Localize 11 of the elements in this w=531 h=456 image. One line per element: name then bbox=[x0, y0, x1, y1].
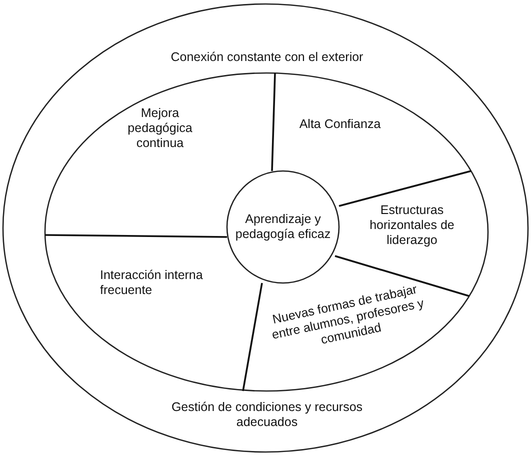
outer-ellipse bbox=[2, 3, 529, 453]
segment-label: Estructuras horizontales de liderazgo bbox=[368, 203, 456, 248]
segment-label: Interacción interna frecuente bbox=[100, 268, 204, 298]
segment-label: Mejora pedagógica continua bbox=[126, 106, 194, 151]
segment-label: Aprendizaje y pedagogía eficaz bbox=[234, 212, 332, 242]
center-circle bbox=[226, 170, 340, 284]
middle-ellipse bbox=[44, 72, 489, 392]
segment-label: Nuevas formas de trabajar entre alumnos, profesores y comunidad bbox=[270, 281, 426, 349]
segment-label: Alta Confianza bbox=[298, 117, 382, 132]
segment-label: Conexión constante con el exterior bbox=[170, 50, 364, 65]
segment-label: Gestión de condiciones y recursos adecuados bbox=[170, 400, 364, 430]
